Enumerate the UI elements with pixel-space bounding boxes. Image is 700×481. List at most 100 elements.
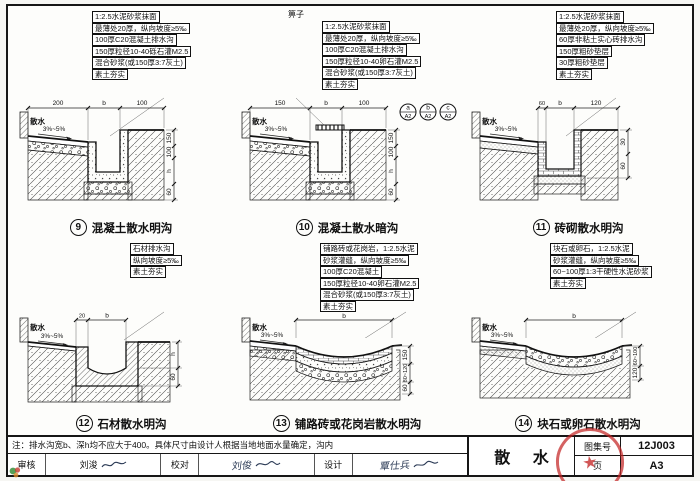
bubble-ref: A2 bbox=[405, 114, 412, 120]
detail-number: 14 bbox=[515, 415, 533, 432]
apron-label: 散水 bbox=[252, 116, 267, 126]
note-line: 150厚粗砂垫层 bbox=[556, 45, 613, 57]
dim-label: 100 bbox=[359, 100, 370, 107]
dim-label: h bbox=[170, 352, 177, 356]
panel-title: 9 混凝土散水明沟 bbox=[12, 219, 230, 236]
reviewer-name-cell: 覃仕兵 bbox=[353, 454, 467, 475]
reviewer-name-cell: 刘俊 bbox=[199, 454, 315, 475]
reviewer-role: 审核 bbox=[8, 454, 46, 475]
note-line: 60厚非粘土实心砖排水沟 bbox=[556, 34, 646, 46]
note-line: 素土夯实 bbox=[320, 300, 356, 312]
note-line: 100厚C20混凝土 bbox=[320, 266, 383, 278]
signature-row: 审核 刘浚 校对 刘俊 设计 覃仕兵 bbox=[8, 453, 467, 475]
note-line: 100厚C20混凝土排水沟 bbox=[322, 44, 407, 56]
dim-label: 30 bbox=[620, 138, 627, 146]
drawing-stone-open-ditch: 20 b 散水 3%~5% h 60 bbox=[19, 311, 182, 403]
dim-label: 60 bbox=[166, 188, 173, 196]
detail-number: 9 bbox=[69, 219, 87, 236]
dim-label: 150 bbox=[402, 349, 409, 360]
dim-label: 100 bbox=[137, 100, 148, 107]
dim-label: 20 bbox=[79, 314, 85, 320]
slope-label: 3%~5% bbox=[265, 126, 288, 133]
building-wall-hatch bbox=[19, 111, 29, 139]
dim-label: 60 bbox=[402, 384, 409, 392]
dim-label: b bbox=[324, 100, 328, 107]
apron-label: 散水 bbox=[482, 116, 497, 126]
drawing-paver-ditch: b 散水 3%~5% 150 80~120 bbox=[241, 311, 414, 401]
reviewer-name: 覃仕兵 bbox=[379, 460, 411, 473]
signature-scribble bbox=[255, 460, 281, 466]
note-line: 纵向坡度≥5‰ bbox=[130, 254, 182, 266]
seal-star-icon: ★ bbox=[580, 451, 600, 473]
annotation-notes: 块石或卵石，1:2.5水泥 砂浆灌缝，纵向坡度≥5‰ 60~100厚1:3干硬性… bbox=[550, 243, 652, 289]
reviewer-name-cell: 刘浚 bbox=[46, 454, 162, 475]
dim-label: 60 bbox=[388, 188, 395, 196]
panel-title: 13 铺路砖或花岗岩散水明沟 bbox=[234, 415, 460, 432]
concrete-channel bbox=[87, 129, 129, 183]
slope-label: 3%~5% bbox=[491, 332, 514, 339]
note-line: 混合砂浆(或150厚3:7灰土) bbox=[322, 67, 416, 79]
annotation-notes: 1:2.5水泥砂浆抹面 最薄处20厚，纵向坡度≥5‰ 100厚C20混凝土排水沟… bbox=[92, 11, 192, 80]
building-wall-hatch bbox=[471, 111, 481, 139]
detail-bubble-b: b A2 bbox=[419, 103, 437, 121]
signature-scribble bbox=[413, 460, 439, 467]
annotation-notes: 1:2.5水泥砂浆抹面 最薄处20厚，纵向坡度≥5‰ 100厚C20混凝土排水沟… bbox=[322, 21, 422, 90]
slope-label: 3%~5% bbox=[495, 126, 518, 133]
note-line: 最薄处20厚，纵向坡度≥5‰ bbox=[92, 22, 190, 34]
note-line: 1:2.5水泥砂浆抹面 bbox=[92, 11, 160, 23]
note-line: 素土夯实 bbox=[556, 68, 592, 80]
note-line: 素土夯实 bbox=[130, 266, 166, 278]
note-line: 砂浆灌缝，纵向坡度≥5‰ bbox=[550, 254, 640, 266]
slope-label: 3%~5% bbox=[261, 332, 284, 339]
atlas-no-label: 图集号 bbox=[575, 437, 621, 456]
annotation-notes: 石材排水沟 纵向坡度≥5‰ 素土夯实 bbox=[130, 243, 182, 278]
apron-label: 散水 bbox=[30, 116, 45, 126]
drain-grate bbox=[315, 124, 345, 131]
detail-panel-10: 箅子 1:2.5水泥砂浆抹面 最薄处20厚，纵向坡度≥5‰ 100厚C20混凝土… bbox=[234, 10, 460, 238]
detail-panel-12: 石材排水沟 纵向坡度≥5‰ 素土夯实 20 b 散水 3%~5% bbox=[12, 242, 230, 434]
detail-number: 11 bbox=[532, 219, 550, 236]
note-line: 素土夯实 bbox=[322, 78, 358, 90]
reviewer-name: 刘俊 bbox=[230, 460, 253, 473]
gravel-layer bbox=[295, 360, 393, 383]
note-line: 1:2.5水泥砂浆抹面 bbox=[556, 11, 624, 23]
annotation-notes: 1:2.5水泥砂浆抹面 最薄处20厚，纵向坡度≥5‰ 60厚非粘土实心砖排水沟 … bbox=[556, 11, 654, 80]
dim-label: 60 bbox=[620, 162, 627, 170]
panel-title: 10 混凝土散水暗沟 bbox=[234, 219, 460, 236]
note-line: 30厚粗砂垫层 bbox=[556, 57, 608, 69]
watermark-logo bbox=[9, 467, 21, 478]
sheet-frame: 1:2.5水泥砂浆抹面 最薄处20厚，纵向坡度≥5‰ 100厚C20混凝土排水沟… bbox=[6, 4, 694, 477]
dim-label: 120 bbox=[591, 100, 602, 107]
note-line: 混合砂浆(或150厚3:7灰土) bbox=[92, 57, 186, 69]
dim-label: 60 bbox=[170, 373, 177, 381]
note-line: 铺路砖或花岗岩，1:2.5水泥 bbox=[320, 243, 418, 255]
grate-label: 箅子 bbox=[288, 10, 304, 19]
page-no: A3 bbox=[649, 459, 664, 472]
detail-title: 铺路砖或花岗岩散水明沟 bbox=[294, 418, 422, 431]
detail-panel-13: 铺路砖或花岗岩，1:2.5水泥 砂浆灌缝，纵向坡度≥5‰ 100厚C20混凝土 … bbox=[234, 242, 460, 434]
slope-label: 3%~5% bbox=[41, 333, 64, 340]
panel-title: 12 石材散水明沟 bbox=[12, 415, 230, 432]
dim-label: 120 bbox=[632, 367, 639, 378]
dim-label: b bbox=[572, 313, 576, 320]
mortar-bed-layer bbox=[525, 355, 623, 376]
building-wall-hatch bbox=[241, 111, 251, 139]
dim-label: 150 bbox=[275, 100, 286, 107]
dim-label: 80~120 bbox=[403, 364, 409, 383]
slope-label: 3%~5% bbox=[43, 126, 66, 133]
brick-channel bbox=[537, 129, 582, 177]
detail-title: 块石或卵石散水明沟 bbox=[537, 418, 641, 431]
detail-title: 砖砌散水明沟 bbox=[554, 222, 624, 235]
note-line: 素土夯实 bbox=[550, 277, 586, 289]
atlas-no: 12J003 bbox=[621, 437, 692, 456]
dim-label: 150 bbox=[166, 132, 173, 143]
signature-scribble bbox=[101, 461, 127, 467]
detail-number: 10 bbox=[295, 219, 313, 236]
note-line: 100厚C20混凝土排水沟 bbox=[92, 34, 177, 46]
note-line: 60~100厚1:3干硬性水泥砂浆 bbox=[550, 266, 652, 278]
drawing-concrete-open-ditch: 200 b 100 散水 3%~5% 150 1 bbox=[19, 97, 178, 203]
apron-label: 散水 bbox=[30, 322, 45, 332]
title-block: 散 水 图集号 12J003 页 A3 bbox=[467, 437, 692, 475]
dim-label: 150 bbox=[388, 132, 395, 143]
drawing-cobble-ditch: b 散水 3%~5% 60~100 120 bbox=[471, 311, 644, 399]
